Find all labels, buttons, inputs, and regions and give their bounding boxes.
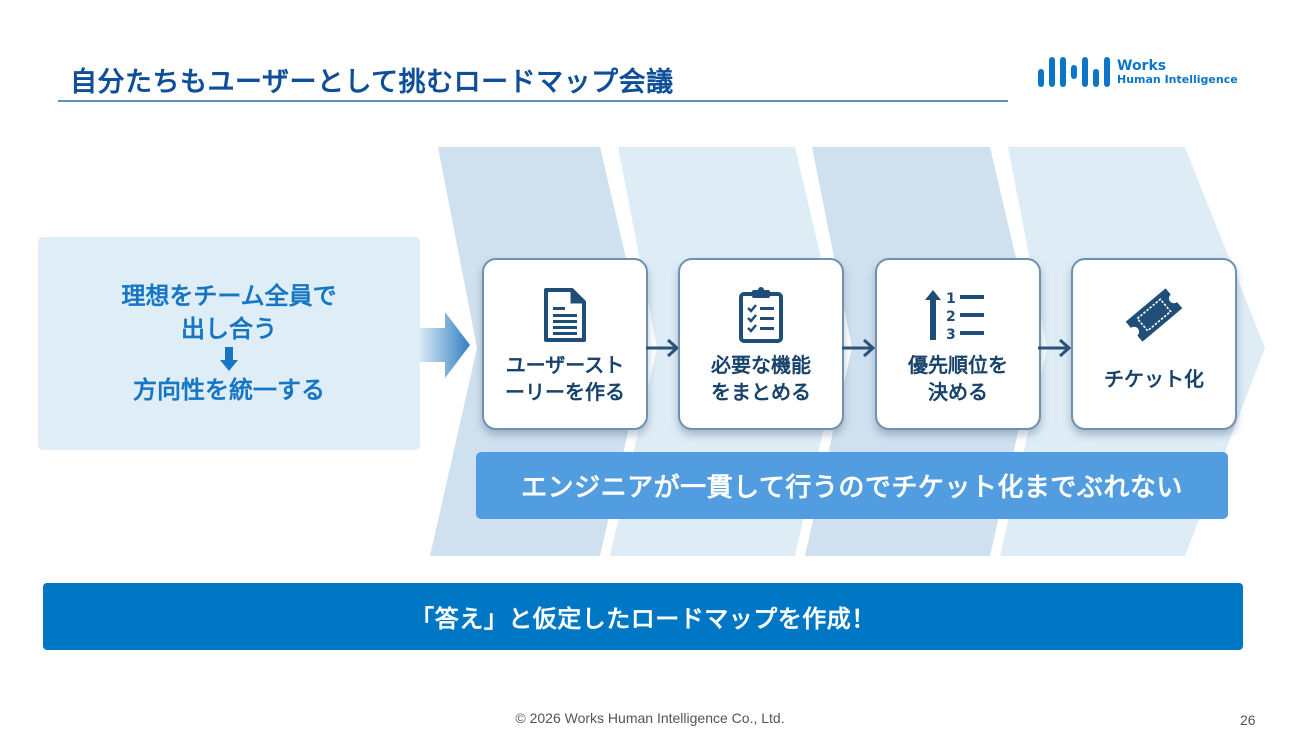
page-number: 26 xyxy=(1240,712,1256,728)
logo-text-human-intelligence: Human Intelligence xyxy=(1117,73,1238,86)
svg-text:1: 1 xyxy=(946,291,956,307)
slide-title: 自分たちもユーザーとして挑むロードマップ会議 xyxy=(70,67,674,98)
logo-text-works: Works xyxy=(1117,58,1167,74)
down-arrow-icon xyxy=(220,347,238,373)
arrow-right-icon xyxy=(842,338,876,358)
svg-text:2: 2 xyxy=(946,309,956,325)
step-features: 必要な機能 をまとめる xyxy=(678,258,844,430)
priority-list-icon: 1 2 3 xyxy=(925,284,991,346)
step-user-story: ユーザースト ーリーを作る xyxy=(482,258,648,430)
arrow-right-icon xyxy=(1038,338,1072,358)
goal-line-3: 方向性を統一する xyxy=(133,376,325,404)
step-label: チケット化 xyxy=(1104,367,1204,391)
logo-bars-icon xyxy=(1038,57,1110,87)
conclusion-banner: 「答え」と仮定したロードマップを作成！ xyxy=(43,583,1243,650)
step-label: 必要な機能 をまとめる xyxy=(711,353,811,404)
title-divider xyxy=(58,100,1008,102)
goal-line-2: 出し合う xyxy=(181,315,277,343)
ticket-icon xyxy=(1124,284,1184,346)
step-label: 優先順位を 決める xyxy=(908,353,1008,404)
company-logo: Works Human Intelligence xyxy=(1038,56,1238,88)
clipboard-checklist-icon xyxy=(738,284,784,346)
flow-arrow-icon xyxy=(420,312,470,378)
step-ticket: チケット化 xyxy=(1071,258,1237,430)
arrow-right-icon xyxy=(646,338,680,358)
copyright-footer: © 2026 Works Human Intelligence Co., Ltd… xyxy=(515,710,785,726)
engineer-consistency-banner: エンジニアが一貫して行うのでチケット化までぶれない xyxy=(476,452,1228,519)
document-icon xyxy=(543,284,587,346)
step-label: ユーザースト ーリーを作る xyxy=(505,353,625,404)
goal-line-1: 理想をチーム全員で xyxy=(121,282,337,310)
step-priority: 1 2 3 優先順位を 決める xyxy=(875,258,1041,430)
goal-box: 理想をチーム全員で 出し合う 方向性を統一する xyxy=(38,237,420,450)
svg-text:3: 3 xyxy=(946,327,956,342)
